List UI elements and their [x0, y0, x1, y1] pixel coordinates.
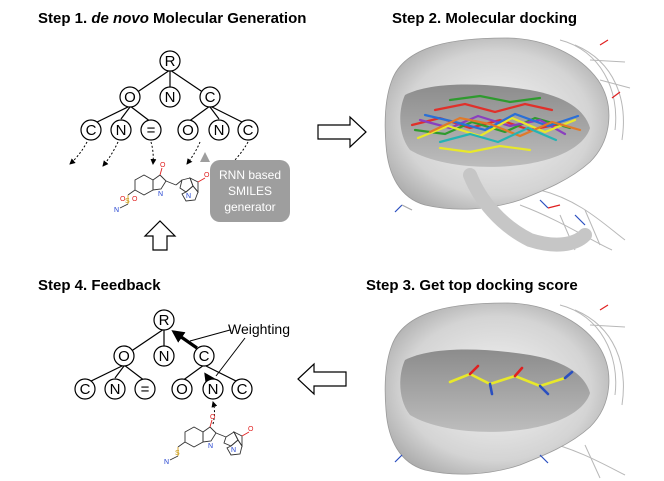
generator-line: RNN based [219, 168, 281, 182]
step4-title: Step 4. Feedback [38, 277, 161, 294]
atom-label: N [186, 193, 191, 200]
tree-node-label: O [182, 122, 194, 139]
tree-node [199, 86, 221, 108]
generator-line: generator [224, 200, 275, 214]
atom-label: O [210, 414, 216, 421]
generator-pointer [200, 152, 210, 162]
atom-label: O [120, 196, 126, 203]
tree-node-label: C [80, 381, 91, 398]
atom-label: N [158, 191, 163, 198]
tree-node [119, 86, 141, 108]
generated-molecule [119, 167, 206, 209]
top-pose-view [384, 302, 626, 479]
tree-node-label: C [199, 348, 210, 365]
tree-node-label: C [86, 122, 97, 139]
tree-node [193, 345, 215, 367]
weighting-label: Weighting [228, 321, 290, 337]
feedback-arrow [211, 401, 218, 425]
tree-node [74, 378, 96, 400]
tree-node [80, 119, 102, 141]
tree-node [171, 378, 193, 400]
tree-node [113, 345, 135, 367]
tree-node [208, 119, 230, 141]
tree-node-root [153, 309, 175, 331]
atom-label: O [132, 196, 138, 203]
tree-node-label: O [124, 89, 136, 106]
docking-view [384, 30, 631, 252]
step3-title: Step 3. Get top docking score [366, 277, 578, 294]
arrow-right [317, 115, 367, 149]
tree-node-label: C [243, 122, 254, 139]
tree-node-root-label: R [159, 312, 170, 329]
tree-nodes: R O N C C N = O N C [80, 50, 259, 141]
arrow-left [297, 362, 347, 396]
atom-label: S [175, 450, 180, 457]
tree-node-label: N [159, 348, 170, 365]
rnn-generator-box: RNN based SMILES generator [200, 152, 290, 222]
tree-node [237, 119, 259, 141]
atom-label: N [164, 459, 169, 466]
tree-node-label: C [205, 89, 216, 106]
tree-node-label: N [165, 89, 176, 106]
atom-label: N [231, 447, 236, 454]
atom-label: N [114, 207, 119, 214]
top-ligand [448, 364, 574, 396]
tree-node-label: O [176, 381, 188, 398]
tree-node [134, 378, 156, 400]
tree-node [231, 378, 253, 400]
feedback-molecule-atoms: O O N N S N [164, 414, 254, 466]
feedback-molecule [169, 419, 250, 461]
tree-node [202, 378, 224, 400]
feedback-tree-nodes: R O N C C N = O N C [74, 309, 253, 400]
tree-node-label: N [110, 381, 121, 398]
tree-node-label: N [208, 381, 219, 398]
tree-node [153, 345, 175, 367]
tree-node-root-label: R [165, 53, 176, 70]
step1-title: Step 1. de novo Molecular Generation [38, 10, 306, 27]
atom-label: O [204, 172, 210, 179]
weighting-pointers [189, 329, 246, 377]
tree-node-label: = [147, 122, 156, 139]
generator-line: SMILES [228, 184, 272, 198]
tree-node-root [159, 50, 181, 72]
generator-box-shape [210, 160, 290, 222]
tree-node-label: O [118, 348, 130, 365]
tree-node [140, 119, 162, 141]
step2-title: Step 2. Molecular docking [392, 10, 577, 27]
tree-node-label: N [214, 122, 225, 139]
atom-label: S [125, 198, 130, 205]
tree-node-label: = [141, 381, 150, 398]
tree-node [159, 86, 181, 108]
tree-node [110, 119, 132, 141]
atom-label: O [248, 426, 254, 433]
tree-node [104, 378, 126, 400]
arrow-up [143, 220, 177, 251]
tree-node-label: N [116, 122, 127, 139]
atom-label: O [160, 162, 166, 169]
tree-node [177, 119, 199, 141]
tree-node-label: C [237, 381, 248, 398]
molecule-atom-labels: O O N N S O O N [114, 162, 210, 214]
atom-label: N [208, 443, 213, 450]
